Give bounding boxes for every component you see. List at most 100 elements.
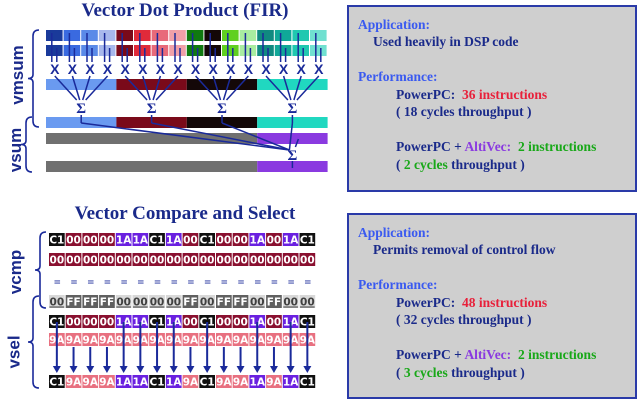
altivec-cycles: 2 cycles	[403, 157, 448, 172]
select-arrow-head	[219, 366, 228, 373]
row-zero-value: 00	[217, 255, 232, 267]
mask-cell	[182, 295, 199, 308]
row-a-value: C1	[49, 235, 64, 247]
select-a-cell	[266, 315, 282, 328]
result-cell	[165, 375, 182, 388]
select-a-cell	[115, 315, 132, 328]
powerpc-label: PowerPC:	[396, 295, 456, 310]
row-zero-cell	[149, 253, 165, 266]
row-zero-value: 00	[233, 255, 248, 267]
input-cell	[239, 30, 257, 41]
input-cell	[274, 30, 292, 41]
mask-value: 00	[250, 297, 265, 309]
row-zero-cell	[299, 253, 316, 266]
mask-cell	[115, 295, 132, 308]
input-cell	[239, 45, 257, 56]
vcmp-label: vcmp	[6, 249, 26, 295]
powerpc-line: PowerPC: 36 instructions	[396, 87, 547, 103]
row-a-cell	[249, 233, 266, 246]
input-cell	[116, 45, 133, 56]
select-arrow-head	[136, 366, 145, 373]
row-zero-cell	[165, 253, 182, 266]
result-value: 9A	[266, 377, 282, 389]
row-zero-value: 00	[66, 255, 81, 267]
row-zero-cell	[182, 253, 199, 266]
select-a-value: 00	[66, 317, 81, 329]
mask-value: 00	[300, 297, 315, 309]
vsel-brace	[27, 295, 40, 389]
mask-value: 00	[133, 297, 148, 309]
select-a-cell	[299, 315, 316, 328]
mask-value: 00	[116, 297, 131, 309]
multiply-symbol: X	[226, 61, 236, 77]
application-text: Used heavily in DSP code	[373, 34, 519, 49]
equals-sign: =	[254, 275, 261, 289]
select-arrow-head	[52, 366, 61, 373]
mask-cell	[49, 295, 65, 308]
altivec-count: 2 instructions	[517, 347, 597, 362]
mask-cell	[132, 295, 149, 308]
product-line	[124, 75, 148, 101]
application-text: Permits removal of control flow	[373, 242, 556, 257]
result-value: 1A	[116, 377, 132, 389]
mask-cell	[299, 295, 316, 308]
product-line	[296, 75, 320, 101]
mask-value: 00	[50, 297, 65, 309]
altivec-ppc-label: PowerPC +	[396, 347, 462, 362]
input-cell	[63, 45, 81, 56]
row-zero-cell	[65, 253, 82, 266]
powerpc-cycles: ( 32 cycles throughput )	[396, 312, 532, 327]
equals-sign: =	[188, 275, 195, 289]
application-label: Application:	[358, 17, 431, 32]
product-line	[152, 75, 162, 101]
row-a-cell	[216, 233, 232, 246]
row-a-value: 1A	[250, 235, 266, 247]
result-cell	[249, 375, 266, 388]
row-a-value: 00	[267, 235, 282, 247]
product-line	[225, 75, 249, 101]
row-zero-cell	[199, 253, 215, 266]
altivec-line: PowerPC + AltiVec: 2 instructions	[396, 139, 596, 155]
select-a-cell	[99, 315, 115, 328]
mask-value: FF	[183, 297, 197, 309]
row-a-value: 00	[183, 235, 198, 247]
result-cell	[199, 375, 215, 388]
row-a-cell	[232, 233, 249, 246]
select-a-cell	[216, 315, 232, 328]
input-cell	[186, 30, 204, 41]
select-a-cell	[249, 315, 266, 328]
select-a-value: 00	[217, 317, 232, 329]
vsum-line	[221, 122, 290, 151]
select-b-cell	[99, 333, 115, 346]
row-a-cell	[182, 233, 199, 246]
multiply-symbol: X	[173, 61, 183, 77]
row-zero-cell	[266, 253, 282, 266]
powerpc-count: 48 instructions	[461, 295, 548, 310]
row-zero-value: 00	[200, 255, 215, 267]
vsum-line	[294, 138, 300, 148]
equals-sign: =	[204, 275, 211, 289]
equals-sign: =	[54, 275, 61, 289]
mask-value: FF	[233, 297, 247, 309]
mask-cell	[216, 295, 232, 308]
vsum-label: vsum	[6, 127, 26, 173]
select-arrow-head	[286, 366, 295, 373]
row-zero-cell	[99, 253, 115, 266]
sum-symbol: Σ	[217, 101, 227, 117]
equals-sign: =	[238, 275, 245, 289]
input-cell	[204, 30, 221, 41]
row-zero-value: 00	[166, 255, 181, 267]
sum-segment	[186, 79, 258, 90]
row-a-value: 00	[233, 235, 248, 247]
multiply-symbol: X	[103, 61, 113, 77]
product-line	[222, 75, 232, 101]
performance-label: Performance:	[358, 69, 438, 84]
altivec-cycles-line: ( 2 cycles throughput )	[396, 157, 525, 173]
select-a-value: 00	[267, 317, 282, 329]
row-zero-value: 00	[133, 255, 148, 267]
multiply-symbol: X	[244, 61, 254, 77]
select-b-cell	[232, 333, 249, 346]
input-cell	[257, 30, 274, 41]
select-a-value: 00	[183, 317, 198, 329]
input-cell	[257, 45, 274, 56]
